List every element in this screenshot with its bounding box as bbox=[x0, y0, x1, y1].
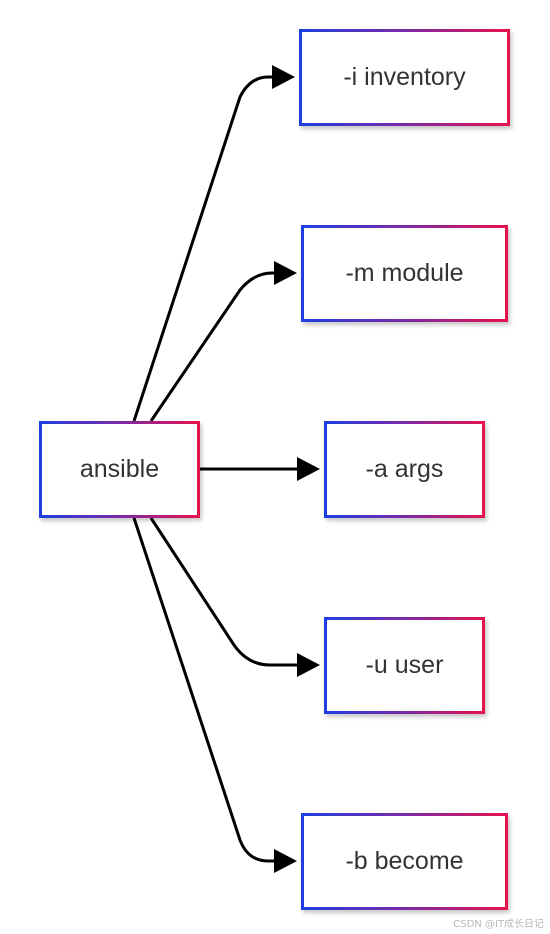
node-module: -m module bbox=[301, 225, 508, 322]
node-label: ansible bbox=[79, 455, 160, 483]
node-become: -b become bbox=[301, 813, 508, 910]
node-user: -u user bbox=[324, 617, 485, 714]
node-label: -b become bbox=[345, 847, 464, 875]
node-label: -a args bbox=[365, 455, 444, 483]
arrowhead-become bbox=[274, 849, 297, 873]
node-args: -a args bbox=[324, 421, 485, 518]
node-ansible: ansible bbox=[39, 421, 200, 518]
arrowhead-module bbox=[274, 261, 297, 285]
watermark: CSDN @IT成长日记 bbox=[453, 919, 544, 930]
node-inventory: -i inventory bbox=[299, 29, 510, 126]
arrowhead-inventory bbox=[272, 65, 295, 89]
node-label: -i inventory bbox=[343, 63, 466, 91]
edge-ansible-to-inventory bbox=[132, 75, 276, 422]
arrowhead-args bbox=[297, 457, 320, 481]
edge-ansible-to-become bbox=[132, 517, 278, 863]
edge-ansible-to-user bbox=[149, 517, 301, 667]
node-label: -u user bbox=[365, 651, 444, 679]
node-label: -m module bbox=[345, 259, 464, 287]
arrowhead-user bbox=[297, 653, 320, 677]
edge-ansible-to-module bbox=[149, 271, 278, 422]
